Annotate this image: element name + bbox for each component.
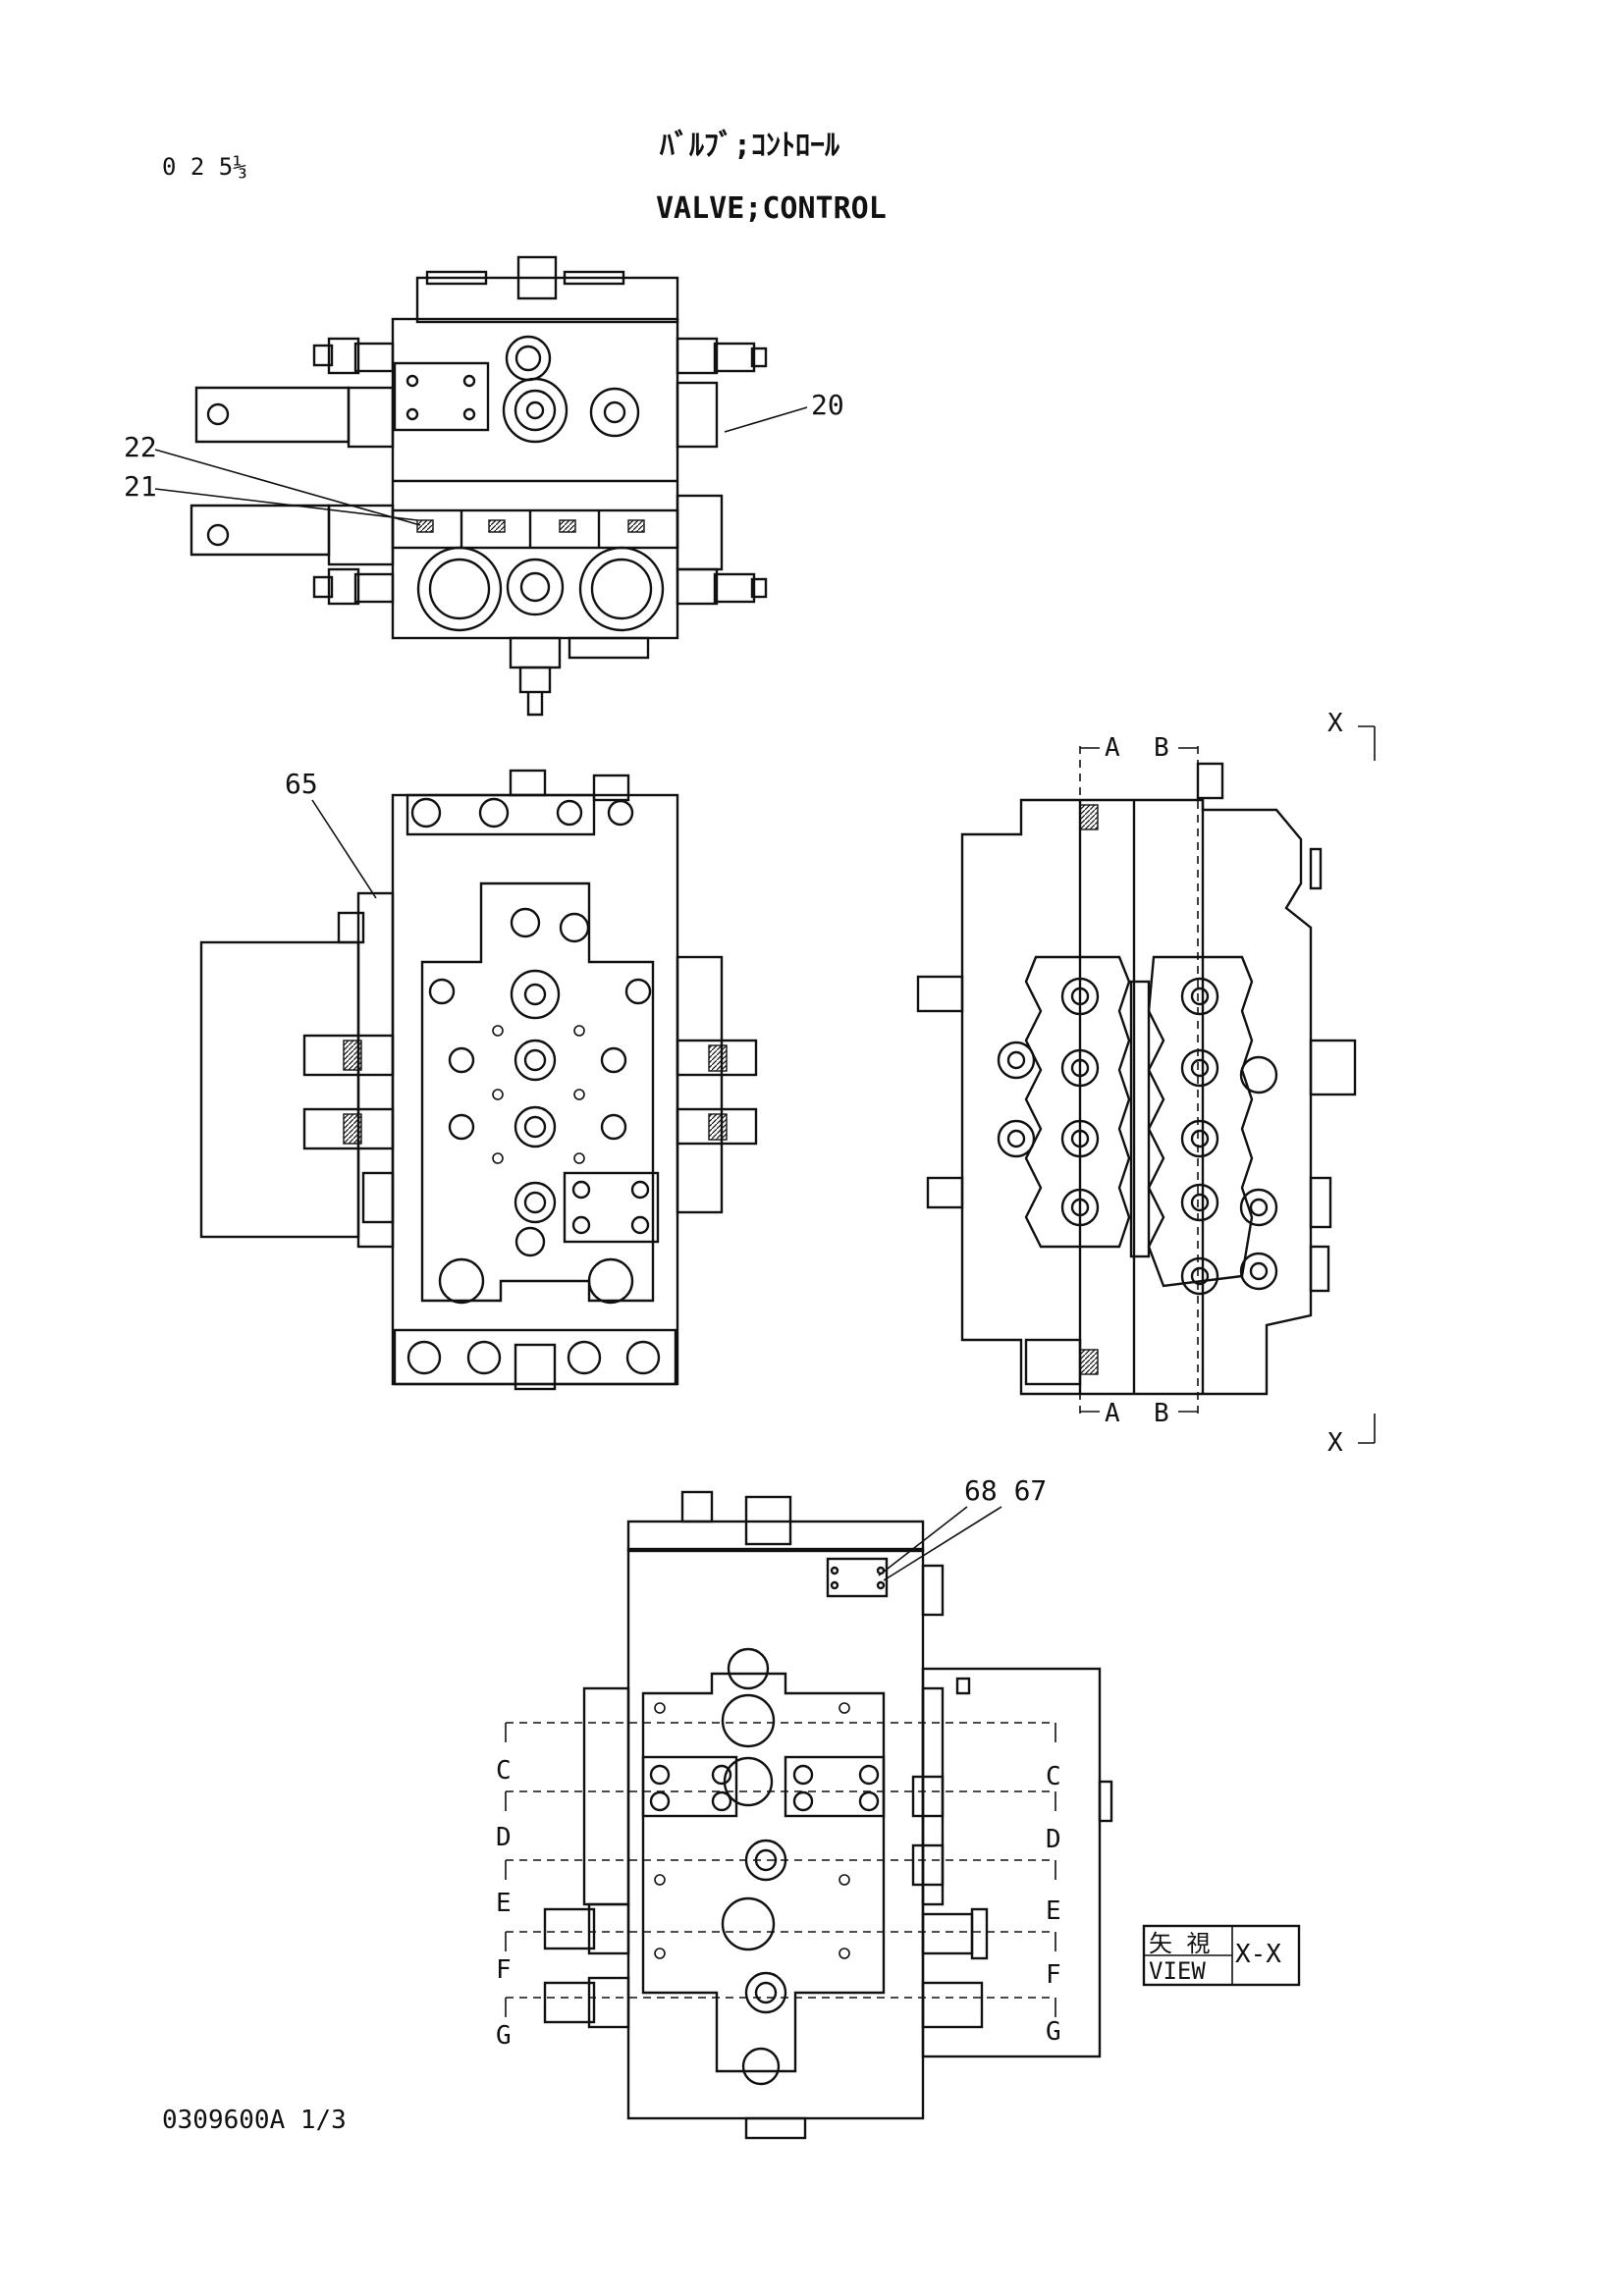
section-e-left: E	[496, 1889, 512, 1918]
front-view	[199, 769, 758, 1391]
title-japanese: ﾊﾞﾙﾌﾞ;ｺﾝﾄﾛｰﾙ	[659, 129, 840, 163]
section-b-top: B	[1154, 733, 1169, 763]
section-f-left: F	[496, 1955, 512, 1985]
section-g-right: G	[1046, 2017, 1061, 2047]
callout-68-67: 68 67	[964, 1474, 1047, 1507]
view-marker-x-bottom: X	[1327, 1428, 1343, 1458]
view-label-english: VIEW	[1149, 1957, 1206, 1985]
top-view	[189, 255, 768, 717]
callout-65: 65	[285, 768, 318, 800]
view-label-suffix: X-X	[1235, 1940, 1281, 1969]
side-view	[916, 725, 1376, 1444]
title-english: VALVE;CONTROL	[656, 191, 887, 226]
section-b-bottom: B	[1154, 1399, 1169, 1428]
callout-20: 20	[811, 389, 844, 421]
section-a-top: A	[1105, 733, 1120, 763]
view-marker-x-top: X	[1327, 709, 1343, 738]
section-g-left: G	[496, 2021, 512, 2051]
section-e-right: E	[1046, 1896, 1061, 1926]
section-c-right: C	[1046, 1762, 1061, 1791]
callout-21: 21	[124, 470, 157, 503]
section-d-right: D	[1046, 1825, 1061, 1854]
view-label-box	[1142, 1924, 1301, 1987]
section-d-left: D	[496, 1823, 512, 1852]
callout-22: 22	[124, 431, 157, 463]
view-label-japanese: 矢 視	[1149, 1930, 1210, 1957]
view-x-x	[505, 1490, 1113, 2140]
drawing-number: 0309600A 1/3	[162, 2106, 347, 2135]
section-f-right: F	[1046, 1960, 1061, 1990]
section-a-bottom: A	[1105, 1399, 1120, 1428]
section-c-left: C	[496, 1756, 512, 1786]
page-code: 0 2 5⅓	[162, 153, 247, 181]
